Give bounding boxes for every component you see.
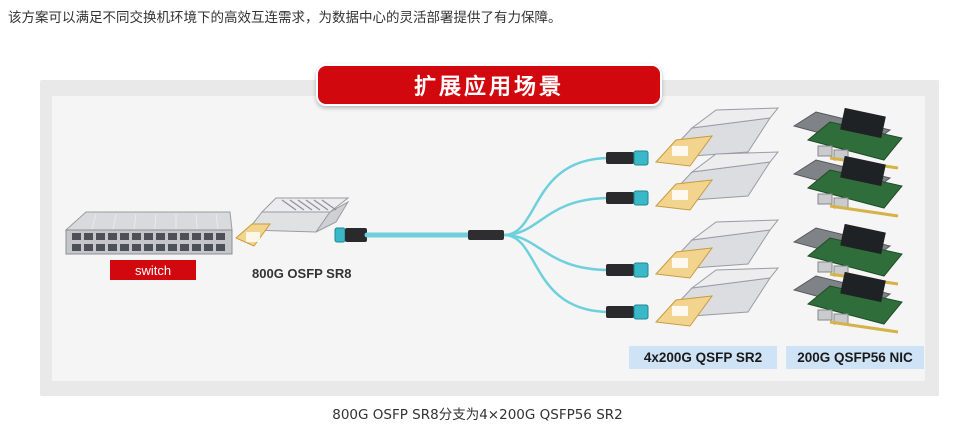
figure-caption: 800G OSFP SR8分支为4×200G QSFP56 SR2 xyxy=(332,407,623,423)
nic-tag: 200G QSFP56 NIC xyxy=(786,346,924,369)
fiber-connectors xyxy=(606,150,649,320)
osfp-module-label: 800G OSFP SR8 xyxy=(252,266,352,281)
qsfp-modules xyxy=(654,107,780,327)
breakout-fibers xyxy=(503,156,611,314)
figure-title-banner: 扩展应用场景 xyxy=(316,64,662,106)
switch-label: switch xyxy=(110,260,196,280)
trunk-connector xyxy=(334,227,504,243)
switch-device xyxy=(64,211,233,255)
osfp-module xyxy=(235,197,350,247)
qsfp-tag: 4x200G QSFP SR2 xyxy=(629,346,777,369)
intro-text: 该方案可以满足不同交换机环境下的高效互连需求，为数据中心的灵活部署提供了有力保障… xyxy=(8,10,562,26)
nic-cards xyxy=(792,107,903,334)
